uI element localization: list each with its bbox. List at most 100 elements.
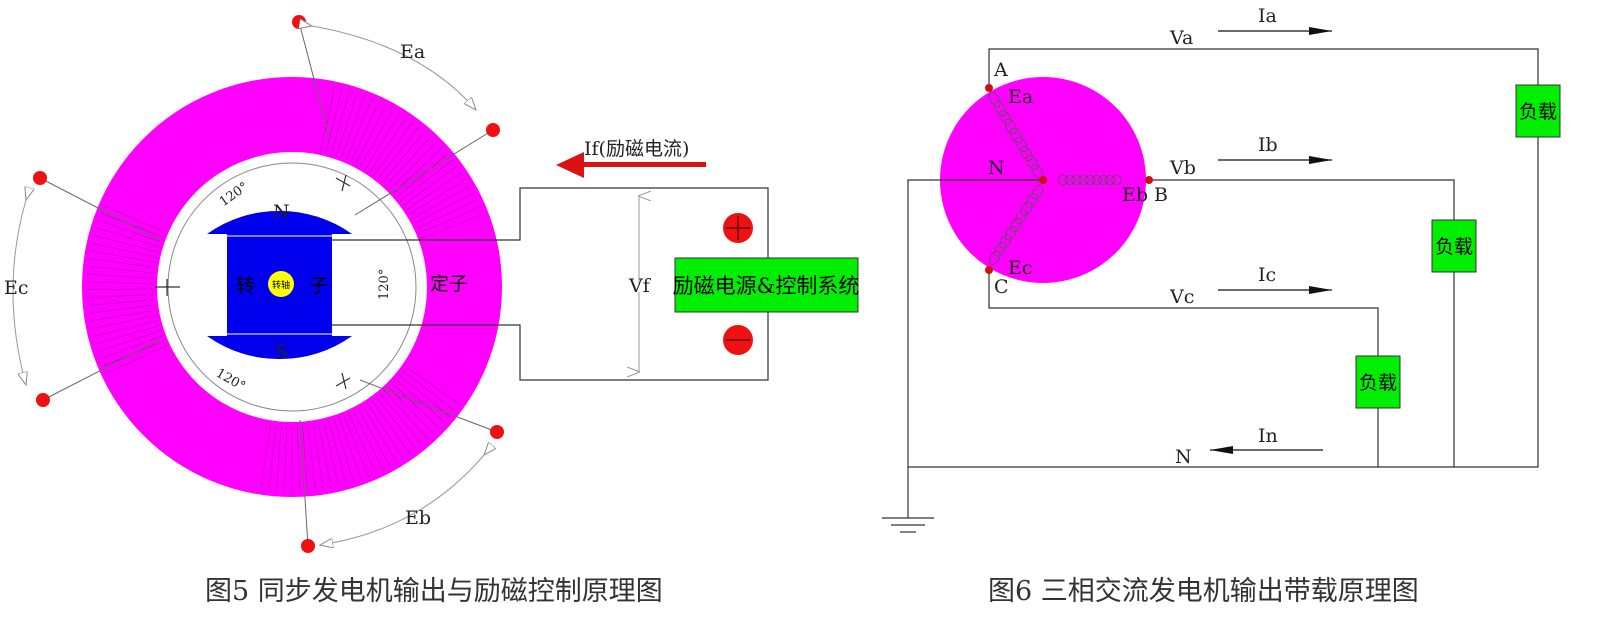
winding-line — [98, 219, 162, 243]
coil-turn — [1020, 201, 1033, 216]
rotor-shaft — [268, 271, 294, 297]
winding-line — [87, 293, 155, 299]
node-c — [985, 266, 993, 274]
rotor-north-label: N — [273, 201, 290, 223]
winding-line — [385, 136, 432, 186]
winding-line — [391, 382, 441, 430]
exciter-label: 励磁电源&控制系统 — [673, 274, 860, 298]
ea-emf-arrow — [312, 26, 476, 110]
svg-text:负载: 负载 — [1435, 236, 1473, 258]
in-label: In — [1258, 425, 1278, 447]
winding-line — [403, 165, 458, 206]
winding-line — [87, 273, 155, 279]
winding-line — [93, 235, 159, 253]
positive-terminal — [723, 213, 753, 243]
node-n — [1039, 176, 1047, 184]
winding-line — [377, 126, 420, 180]
winding-line — [401, 370, 456, 412]
winding-line — [394, 378, 446, 424]
ib-label: Ib — [1258, 134, 1278, 156]
winding-line — [90, 250, 157, 263]
coil-turn — [1010, 217, 1022, 233]
ea-emf-label: Ea — [1008, 86, 1033, 108]
winding-line — [275, 424, 282, 492]
terminal-dot — [36, 393, 50, 407]
svg-text:负载: 负载 — [1359, 372, 1397, 394]
load-a: 负载 — [1515, 84, 1561, 138]
winding-line — [91, 242, 158, 258]
winding-line — [103, 205, 166, 233]
winding-line — [89, 309, 156, 322]
winding-line — [296, 424, 301, 492]
coil-turn — [1010, 127, 1022, 144]
ec-label: Ec — [4, 277, 29, 299]
winding-line — [97, 330, 162, 352]
node-a — [985, 84, 993, 92]
load-c: 负载 — [1355, 355, 1401, 409]
winding-line — [88, 258, 156, 269]
exciter-box — [674, 257, 859, 313]
phase-axis-ticks — [155, 174, 351, 390]
winding-line — [100, 335, 163, 360]
coil-turn — [994, 242, 1006, 257]
winding-line — [91, 314, 157, 330]
shaft-label: 转轴 — [272, 279, 290, 291]
coil-turn — [1091, 175, 1103, 185]
winding-line — [411, 185, 471, 220]
rotor-south-label: S — [275, 341, 288, 363]
winding-line — [409, 178, 467, 215]
winding-line — [396, 153, 448, 198]
winding-line — [350, 101, 380, 163]
coil-turn — [1084, 175, 1096, 185]
nodes — [985, 84, 1153, 274]
coil-turn — [1026, 154, 1038, 171]
coil-turn — [988, 250, 1001, 265]
angle-label-right: 120° — [377, 269, 392, 300]
terminal-b-label: B — [1154, 184, 1168, 206]
winding-line — [420, 213, 484, 239]
winding-line — [381, 131, 426, 183]
rotor-label-right: 子 — [309, 275, 328, 297]
winding-line — [383, 389, 429, 441]
coil-turn — [999, 234, 1012, 249]
coil-turn — [999, 109, 1012, 126]
coil-turn — [1111, 175, 1123, 185]
terminal-a-label: A — [993, 59, 1008, 81]
winding-line — [368, 116, 407, 173]
winding-line — [268, 424, 277, 491]
winding-line — [373, 121, 414, 176]
ea-label: Ea — [400, 41, 425, 63]
winding-line — [389, 141, 438, 190]
field-lead-bottom — [332, 312, 769, 381]
winding-line — [88, 265, 155, 274]
stator-label: 定子 — [430, 273, 468, 295]
winding-line — [399, 159, 453, 202]
winding-line — [404, 365, 461, 405]
coil-turn — [1004, 226, 1017, 241]
winding-line — [87, 299, 155, 306]
eb-emf-arrow — [320, 455, 484, 545]
eb-label: Eb — [405, 507, 431, 529]
winding-line — [283, 424, 288, 492]
eb-emf-label: Eb — [1122, 184, 1148, 206]
winding-line — [302, 424, 309, 492]
svg-text:负载: 负载 — [1519, 101, 1557, 123]
winding-line — [93, 320, 159, 337]
figure5: Ea Ec Eb 120° 120° 120° N S 转 子 转轴 定子 Vf… — [4, 15, 859, 607]
winding-line — [355, 104, 387, 165]
coil-turn — [1026, 193, 1038, 208]
vc-label: Vc — [1169, 286, 1194, 308]
va-label: Va — [1169, 27, 1193, 49]
if-arrow — [556, 152, 706, 178]
winding-line — [418, 206, 481, 234]
if-label: If(励磁电流) — [584, 138, 689, 160]
winding-line — [87, 281, 155, 284]
coil-turn — [1097, 175, 1109, 185]
coil-turn — [1004, 118, 1017, 135]
terminal-dot — [486, 123, 500, 137]
neutral-line-label: N — [1175, 446, 1192, 468]
ground-symbol — [882, 517, 934, 533]
ec-emf-label: Ec — [1008, 257, 1033, 279]
winding-line — [375, 396, 417, 451]
winding-line — [100, 212, 164, 238]
